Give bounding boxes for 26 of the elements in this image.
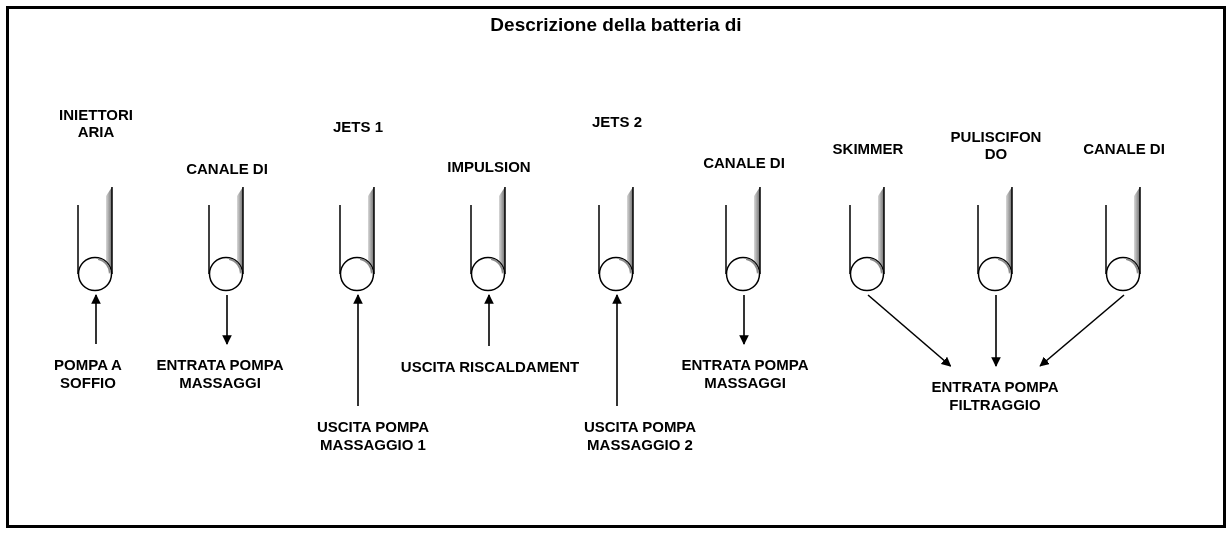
title: Descrizione della batteria di — [489, 14, 743, 36]
arrow — [484, 294, 494, 347]
fitting-label: JETS 1 — [333, 118, 383, 135]
arrow — [1039, 294, 1125, 367]
fitting-label: CANALE DI — [186, 160, 268, 177]
arrow — [91, 294, 101, 345]
port-label: ENTRATA POMPA MASSAGGI — [155, 356, 285, 392]
fitting-label: IMPULSION — [447, 158, 531, 175]
port-label: USCITA RISCALDAMENT — [400, 358, 580, 376]
port-label: USCITA POMPA MASSAGGIO 2 — [560, 418, 720, 454]
arrow — [612, 294, 622, 407]
arrow — [222, 294, 232, 345]
fitting-label: CANALE DI — [703, 154, 785, 171]
fitting-label: CANALE DI — [1083, 140, 1165, 157]
arrow — [353, 294, 363, 407]
fitting-label: SKIMMER — [832, 140, 904, 157]
fitting-label: INIETTORI ARIA — [58, 106, 134, 140]
port-label: POMPA A SOFFIO — [28, 356, 148, 392]
fitting-label: PULISCIFON DO — [949, 128, 1043, 162]
port-label: ENTRATA POMPA MASSAGGI — [680, 356, 810, 392]
arrow — [991, 294, 1001, 367]
arrow — [867, 294, 952, 367]
arrow — [739, 294, 749, 345]
fitting-label: JETS 2 — [592, 113, 642, 130]
port-label: ENTRATA POMPA FILTRAGGIO — [920, 378, 1070, 414]
port-label: USCITA POMPA MASSAGGIO 1 — [293, 418, 453, 454]
